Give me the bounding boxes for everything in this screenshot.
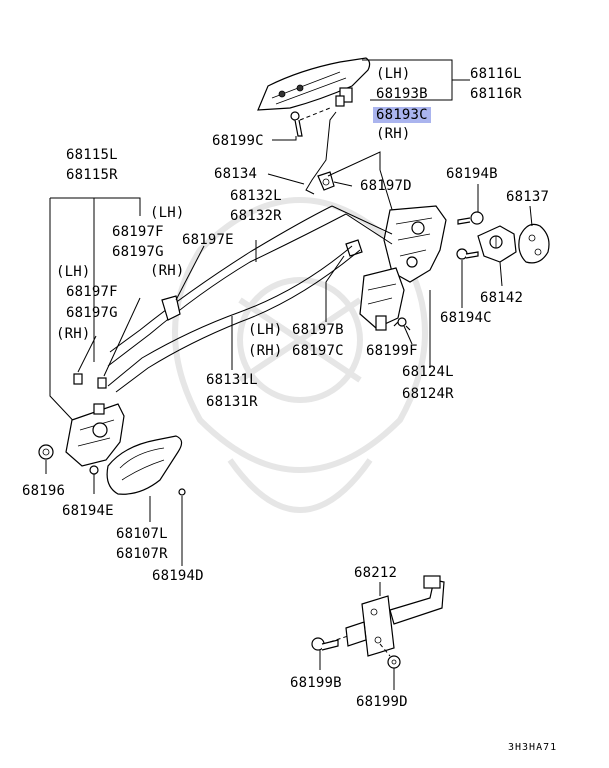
- label-lh-f: (LH): [150, 205, 185, 221]
- label-68134[interactable]: 68134: [214, 166, 258, 182]
- label-68124r[interactable]: 68124R: [402, 386, 454, 402]
- label-68131l[interactable]: 68131L: [206, 372, 258, 388]
- label-68194d[interactable]: 68194D: [152, 568, 204, 584]
- door-striker-68142: [477, 225, 517, 263]
- label-68197f-a[interactable]: 68197F: [112, 224, 164, 240]
- nut-68199d: [387, 655, 401, 669]
- clip-68197b: [345, 239, 363, 257]
- clip-68197f: [73, 373, 107, 389]
- label-68131r[interactable]: 68131R: [206, 394, 258, 410]
- label-68197g-b[interactable]: 68197G: [66, 305, 118, 321]
- label-lh-left: (LH): [56, 264, 91, 280]
- grommet-68196: [38, 444, 54, 460]
- label-68199f[interactable]: 68199F: [366, 343, 418, 359]
- door-check-68212: [345, 575, 445, 657]
- label-rh-left: (RH): [56, 326, 91, 342]
- label-rh-c: (RH): [248, 343, 283, 359]
- label-68116l[interactable]: 68116L: [470, 66, 522, 82]
- label-68197g-a[interactable]: 68197G: [112, 244, 164, 260]
- label-68199d[interactable]: 68199D: [356, 694, 408, 710]
- bolt-68199f: [393, 317, 411, 331]
- screw-68194d: [178, 488, 186, 566]
- door-lock-actuator: [359, 205, 447, 331]
- label-68116r[interactable]: 68116R: [470, 86, 522, 102]
- screw-68199c: [290, 111, 303, 137]
- label-68194c[interactable]: 68194C: [440, 310, 492, 326]
- label-68194e[interactable]: 68194E: [62, 503, 114, 519]
- label-68197e[interactable]: 68197E: [182, 232, 234, 248]
- label-lh-top: (LH): [376, 66, 411, 82]
- label-68196[interactable]: 68196: [22, 483, 66, 499]
- label-68107l[interactable]: 68107L: [116, 526, 168, 542]
- label-68212[interactable]: 68212: [354, 565, 398, 581]
- label-lh-b: (LH): [248, 322, 283, 338]
- bolt-68194c: [456, 248, 479, 260]
- label-68115r[interactable]: 68115R: [66, 167, 118, 183]
- diagram-code: 3H3HA71: [508, 742, 558, 753]
- label-68132l[interactable]: 68132L: [230, 188, 282, 204]
- label-68193c-highlighted[interactable]: 68193C: [373, 107, 431, 123]
- striker-pad-68137: [518, 223, 550, 264]
- label-68199b[interactable]: 68199B: [290, 675, 342, 691]
- label-68199c[interactable]: 68199C: [212, 133, 264, 149]
- bolt-68199b: [311, 637, 339, 651]
- inside-handle-68107: [106, 435, 183, 495]
- bolt-68194b: [457, 211, 484, 225]
- inside-handle-base: [65, 403, 125, 467]
- label-68132r[interactable]: 68132R: [230, 208, 282, 224]
- label-68193b[interactable]: 68193B: [376, 86, 428, 102]
- label-68197f-b[interactable]: 68197F: [66, 284, 118, 300]
- clip-68197e: [161, 295, 181, 321]
- label-rh-top: (RH): [376, 126, 411, 142]
- label-68142[interactable]: 68142: [480, 290, 524, 306]
- label-68115l[interactable]: 68115L: [66, 147, 118, 163]
- label-68197c[interactable]: 68197C: [292, 343, 344, 359]
- label-68107r[interactable]: 68107R: [116, 546, 168, 562]
- label-68137[interactable]: 68137: [506, 189, 550, 205]
- label-68197b[interactable]: 68197B: [292, 322, 344, 338]
- label-68194b[interactable]: 68194B: [446, 166, 498, 182]
- label-68197d[interactable]: 68197D: [360, 178, 412, 194]
- label-rh-e: (RH): [150, 263, 185, 279]
- clip-68197d: [317, 171, 335, 191]
- screw-68194e: [89, 465, 99, 494]
- watermark-emblem: [172, 197, 428, 513]
- label-68124l[interactable]: 68124L: [402, 364, 454, 380]
- outside-handle-part: [257, 57, 371, 111]
